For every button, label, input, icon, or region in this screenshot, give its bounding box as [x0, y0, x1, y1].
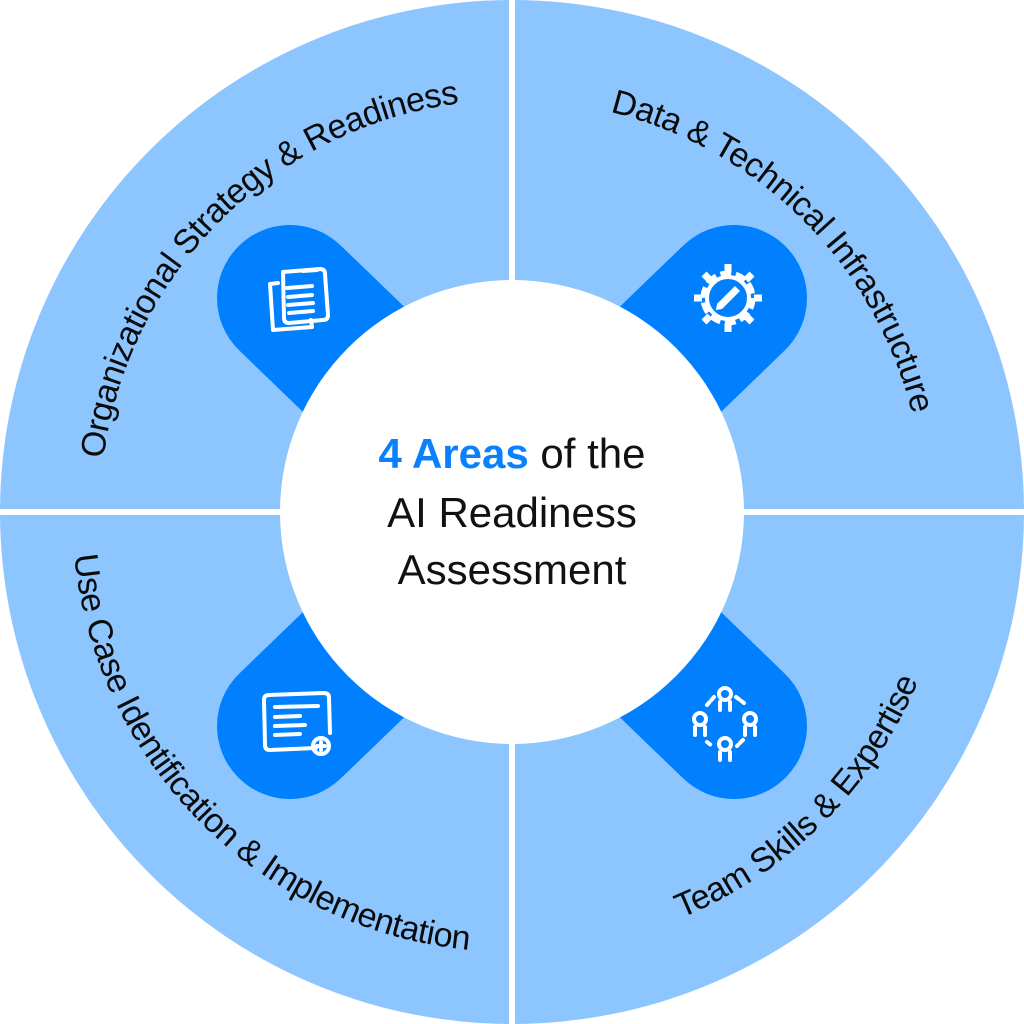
- center-title-line1: 4 Areas of the: [379, 430, 646, 477]
- center-title-line2: AI Readiness: [387, 489, 637, 536]
- center-title-accent: 4 Areas: [379, 430, 529, 477]
- center-title-line3: Assessment: [398, 546, 627, 593]
- center-circle: [280, 280, 744, 744]
- gear-pencil-icon: [694, 264, 762, 332]
- documents-icon: [268, 267, 330, 332]
- team-network-icon: [692, 686, 758, 762]
- document-add-icon: [262, 691, 332, 756]
- center-title-rest: of the: [529, 430, 646, 477]
